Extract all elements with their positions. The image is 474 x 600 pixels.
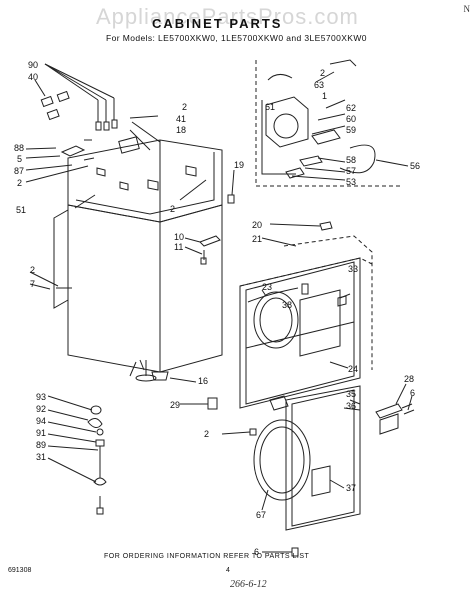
callout-28: 28 (404, 374, 414, 384)
diagram-title: CABINET PARTS (152, 16, 283, 31)
callout-90: 90 (28, 60, 38, 70)
ordering-note: FOR ORDERING INFORMATION REFER TO PARTS … (104, 553, 310, 560)
callout-60: 60 (346, 114, 356, 124)
callout-53: 53 (346, 177, 356, 187)
callout-38: 38 (282, 300, 292, 310)
document-number: 691308 (8, 567, 32, 574)
callout-89: 89 (36, 440, 46, 450)
callout-59: 59 (346, 125, 356, 135)
leveling-leg (135, 360, 157, 382)
callout-57: 57 (346, 166, 356, 176)
callout-labels: 90 40 88 5 87 2 51 2 41 18 19 2 10 11 2 … (14, 60, 420, 557)
front-panel (239, 221, 373, 409)
page-number: 4 (226, 567, 230, 574)
callout-67: 67 (256, 510, 266, 520)
callout-18: 18 (176, 125, 186, 135)
motor-inset (255, 59, 409, 187)
callout-93: 93 (36, 392, 46, 402)
callout-11: 11 (174, 242, 183, 252)
callout-56: 56 (410, 161, 420, 171)
callout-2-a: 2 (17, 178, 22, 188)
callout-31: 31 (36, 452, 46, 462)
callout-58: 58 (346, 155, 356, 165)
callout-88: 88 (14, 143, 24, 153)
callout-2-b: 2 (182, 102, 187, 112)
callout-2-d: 2 (30, 265, 35, 275)
door-catch-parts (47, 395, 107, 515)
callout-92: 92 (36, 404, 46, 414)
callout-19: 19 (234, 160, 244, 170)
door-hinge (375, 383, 415, 435)
callout-5: 5 (17, 154, 22, 164)
callout-33: 33 (348, 264, 358, 274)
callout-63: 63 (314, 80, 324, 90)
handwritten-note: 266-6-12 (230, 579, 267, 590)
callout-94: 94 (36, 416, 46, 426)
callout-36: 36 (346, 401, 356, 411)
door-assembly (221, 385, 361, 557)
callout-6-b: 6 (254, 547, 259, 557)
callout-91: 91 (36, 428, 46, 438)
model-list: For Models: LE5700XKW0, 1LE5700XKW0 and … (106, 33, 367, 43)
watermark: AppliancePartsPros.com (96, 4, 359, 29)
callout-2-c: 2 (170, 204, 175, 214)
callout-6-a: 6 (410, 388, 415, 398)
callout-7: 7 (30, 279, 35, 289)
callout-16: 16 (198, 376, 208, 386)
callout-62: 62 (346, 103, 356, 113)
callout-41: 41 (176, 114, 186, 124)
callout-2-f: 2 (204, 429, 209, 439)
callout-24: 24 (348, 364, 358, 374)
corner-mark: N (463, 4, 471, 14)
callout-2-e: 2 (320, 68, 325, 78)
callout-37: 37 (346, 483, 356, 493)
callout-10: 10 (174, 232, 184, 242)
latch-bracket (184, 235, 221, 265)
callout-40: 40 (28, 72, 38, 82)
callout-51: 51 (16, 205, 26, 215)
callout-20: 20 (252, 220, 262, 230)
clip-29 (207, 397, 218, 410)
callout-23: 23 (262, 282, 272, 292)
callout-1: 1 (322, 91, 327, 101)
callout-61: 61 (265, 102, 275, 112)
callout-87: 87 (14, 166, 24, 176)
cabinet-body (29, 121, 235, 383)
callout-35: 35 (346, 389, 356, 399)
callout-29: 29 (170, 400, 180, 410)
hardware-screws-group (25, 63, 159, 183)
callout-21: 21 (252, 234, 262, 244)
